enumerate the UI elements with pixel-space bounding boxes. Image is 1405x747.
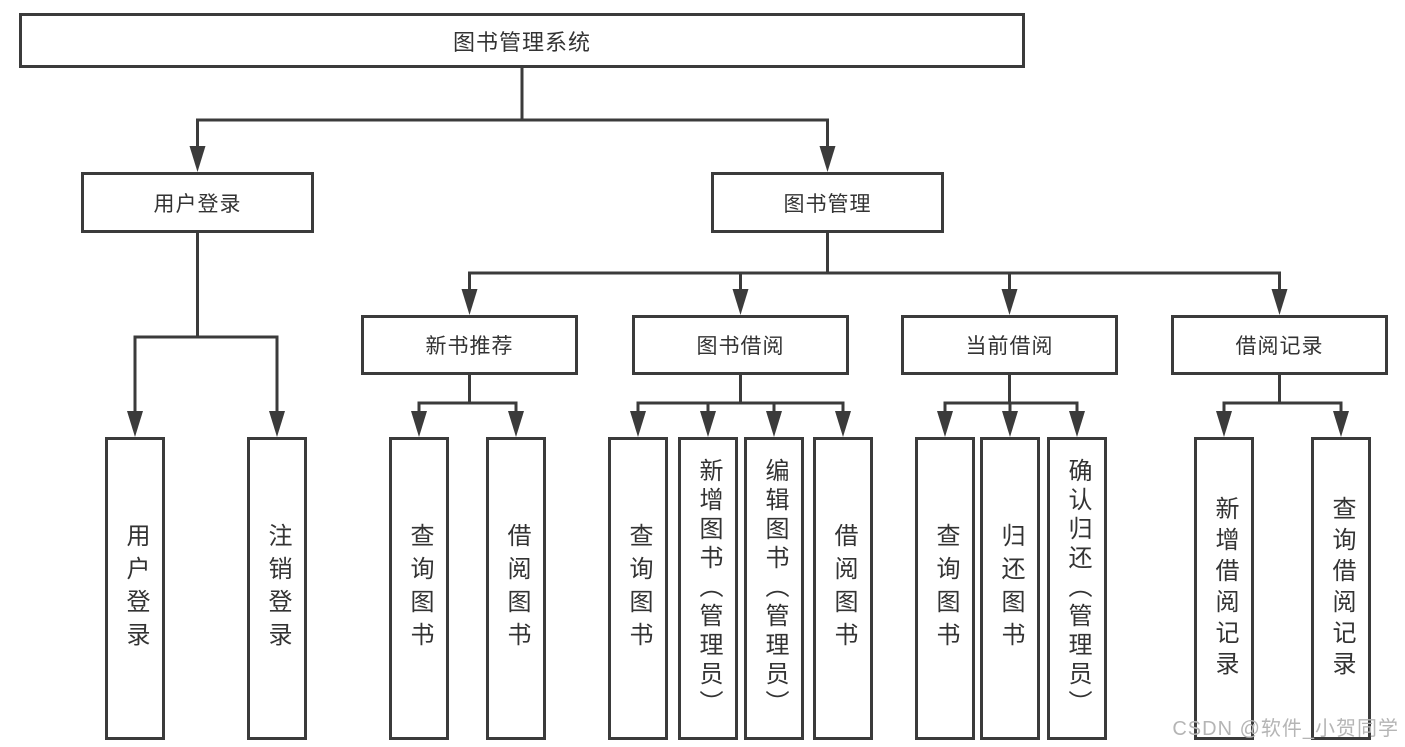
watermark: CSDN @软件_小贺同学: [1172, 718, 1399, 740]
leaf-records-add-borrow-record: 新增借阅记录: [1194, 437, 1254, 740]
leaf-current-confirm-return-admin: 确认归还（管理员）: [1047, 437, 1107, 740]
leaf-borrowing-add-books-admin: 新增图书（管理员）: [678, 437, 738, 740]
leaf-recommend-query-books: 查询图书: [389, 437, 449, 740]
leaf-current-return-books: 归还图书: [980, 437, 1040, 740]
leaf-recommend-borrow-books: 借阅图书: [486, 437, 546, 740]
leaf-logout: 注销登录: [247, 437, 307, 740]
node-book-management-system: 图书管理系统: [19, 13, 1025, 68]
leaf-records-query-borrow-record: 查询借阅记录: [1311, 437, 1371, 740]
leaf-borrowing-query-books: 查询图书: [608, 437, 668, 740]
leaf-current-query-books: 查询图书: [915, 437, 975, 740]
node-book-borrowing: 图书借阅: [632, 315, 849, 375]
node-borrow-records: 借阅记录: [1171, 315, 1388, 375]
node-current-borrowing: 当前借阅: [901, 315, 1118, 375]
node-user-login: 用户登录: [81, 172, 314, 233]
arrowheads: [127, 146, 1349, 437]
tree-edges: [133, 65, 1343, 417]
leaf-borrowing-edit-books-admin: 编辑图书（管理员）: [744, 437, 804, 740]
node-new-book-recommend: 新书推荐: [361, 315, 578, 375]
leaf-user-login: 用户登录: [105, 437, 165, 740]
node-book-management: 图书管理: [711, 172, 944, 233]
leaf-borrowing-borrow-books: 借阅图书: [813, 437, 873, 740]
